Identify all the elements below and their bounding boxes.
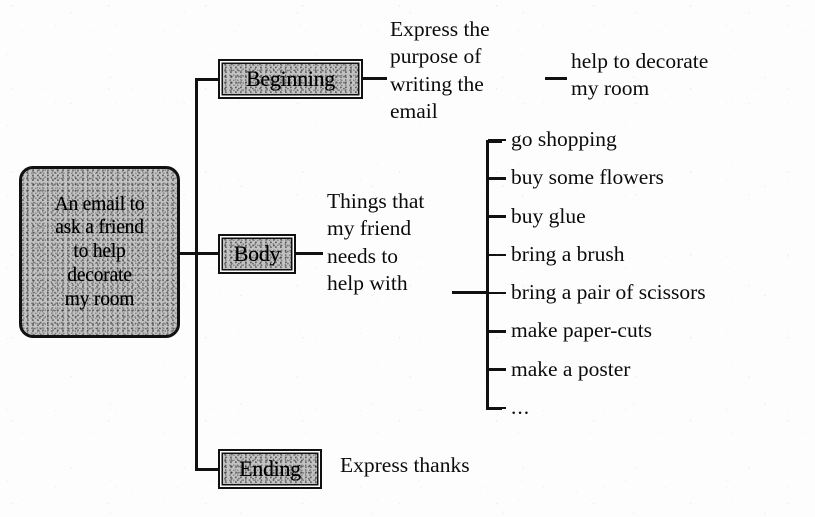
ending-detail-text: Express thanks [340, 453, 470, 477]
connector-detail-list [452, 291, 488, 294]
list-item-stub [488, 177, 506, 180]
list-item: bring a brush [511, 241, 625, 266]
text-line: ask a friend [55, 217, 144, 239]
text-line: email [390, 98, 438, 123]
list-item-stub [488, 368, 506, 371]
list-item: make paper-cuts [511, 318, 653, 343]
text-line: my room [571, 76, 650, 101]
list-item-stub [488, 330, 506, 333]
branch-node-beginning[interactable]: Beginning [218, 59, 363, 99]
list-item-stub [488, 138, 506, 142]
branch-label-beginning: Beginning [246, 66, 335, 91]
list-item: bring a pair of scissors [511, 280, 706, 305]
text-line: needs to [327, 243, 399, 268]
connector-trunk-body [195, 252, 220, 255]
list-bracket-spine [486, 140, 489, 410]
connector-beginning-detail [363, 77, 387, 80]
list-item-stub [488, 253, 506, 257]
text-line: to help [73, 241, 126, 263]
connector-detail-subdetail [545, 77, 567, 80]
list-item-stub [488, 406, 506, 410]
text-line: purpose of [390, 44, 482, 69]
list-item-stub [488, 215, 506, 218]
text-line: Express the [390, 17, 490, 41]
connector-trunk-beginning [195, 78, 220, 81]
text-line: help to decorate [571, 49, 709, 73]
connector-body-detail [296, 252, 323, 255]
text-line: decorate [67, 264, 132, 286]
text-line: Things that [327, 189, 425, 213]
list-item-stub [488, 291, 506, 295]
beginning-subdetail-text: help to decorate my room [571, 48, 811, 103]
branch-label-body: Body [233, 241, 281, 266]
list-item: ... [511, 395, 531, 419]
branch-label-ending: Ending [239, 456, 301, 481]
branch-node-body[interactable]: Body [218, 234, 296, 274]
list-bracket-top-cap [486, 140, 502, 143]
text-line: writing the [390, 71, 484, 96]
trunk-line [195, 78, 198, 470]
text-line: my room [64, 288, 135, 310]
list-item: buy some flowers [511, 165, 664, 190]
branch-node-ending[interactable]: Ending [218, 449, 322, 489]
connector-trunk-ending [195, 468, 220, 471]
connector-root-trunk [180, 252, 197, 255]
text-line: my friend [327, 216, 412, 241]
text-line: An email to [54, 193, 145, 215]
list-item: go shopping [511, 127, 617, 151]
text-line: help with [327, 270, 408, 295]
list-item: make a poster [511, 356, 631, 381]
list-item: buy glue [511, 203, 586, 228]
